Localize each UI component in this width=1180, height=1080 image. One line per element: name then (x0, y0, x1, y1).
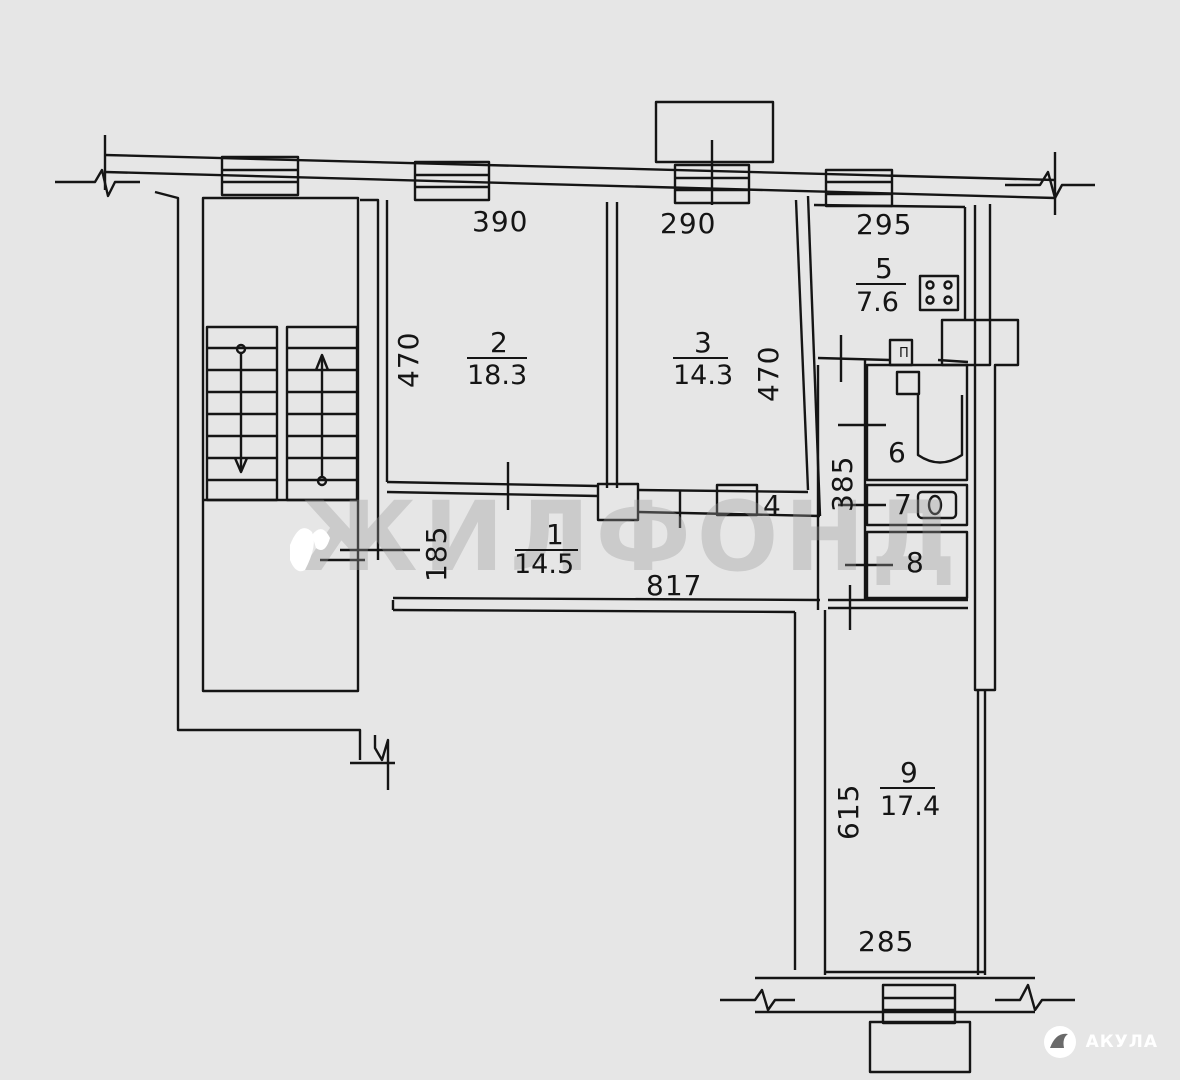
room8-number: 8 (906, 546, 924, 579)
bathtub (916, 395, 964, 464)
room1-area: 14.5 (514, 549, 574, 580)
watermark-icon (290, 528, 330, 572)
stove-marker: П (899, 346, 909, 361)
dim-room3-width: 290 (660, 207, 716, 240)
shark-logo-icon (1043, 1026, 1076, 1058)
stairwell (154, 190, 395, 790)
dim-room9-width: 285 (858, 925, 914, 958)
fixtures (715, 274, 964, 520)
room2-area: 18.3 (467, 360, 527, 391)
dim-room3-height: 470 (752, 346, 785, 402)
dim-room2-width: 390 (472, 205, 528, 238)
room1-number: 1 (546, 518, 564, 551)
dim-wc-height: 385 (826, 456, 859, 512)
room3-number: 3 (694, 326, 712, 359)
apartment-walls (385, 195, 1075, 1074)
balcony-top (654, 100, 775, 164)
room9-number: 9 (900, 756, 918, 789)
top-exterior-wall (55, 135, 1095, 215)
dim-room5-width: 295 (856, 208, 912, 241)
room7-number: 7 (894, 488, 912, 521)
dim-corridor-length: 817 (646, 569, 702, 602)
water-heater (888, 338, 914, 367)
door-marks (320, 335, 893, 630)
toilet (916, 490, 958, 520)
dim-room9-height: 615 (832, 784, 865, 840)
room6-number: 6 (888, 436, 906, 469)
top-windows (220, 100, 894, 208)
room3-area: 14.3 (673, 360, 733, 391)
dim-room2-height: 470 (392, 332, 425, 388)
room4-number: 4 (763, 489, 781, 522)
balcony-bottom (868, 1020, 972, 1074)
closet-4 (715, 483, 759, 517)
room2-number: 2 (490, 326, 508, 359)
room5-number: 5 (875, 252, 893, 285)
room9-area: 17.4 (880, 791, 940, 822)
dim-entrance-width: 185 (420, 526, 453, 582)
brand-name: АКУЛА (1085, 1032, 1158, 1052)
room5-area: 7.6 (856, 287, 899, 318)
stove (918, 274, 960, 312)
watermark: ЖИЛФОНД (300, 481, 962, 593)
brand-badge: АКУЛА (1042, 1024, 1158, 1060)
